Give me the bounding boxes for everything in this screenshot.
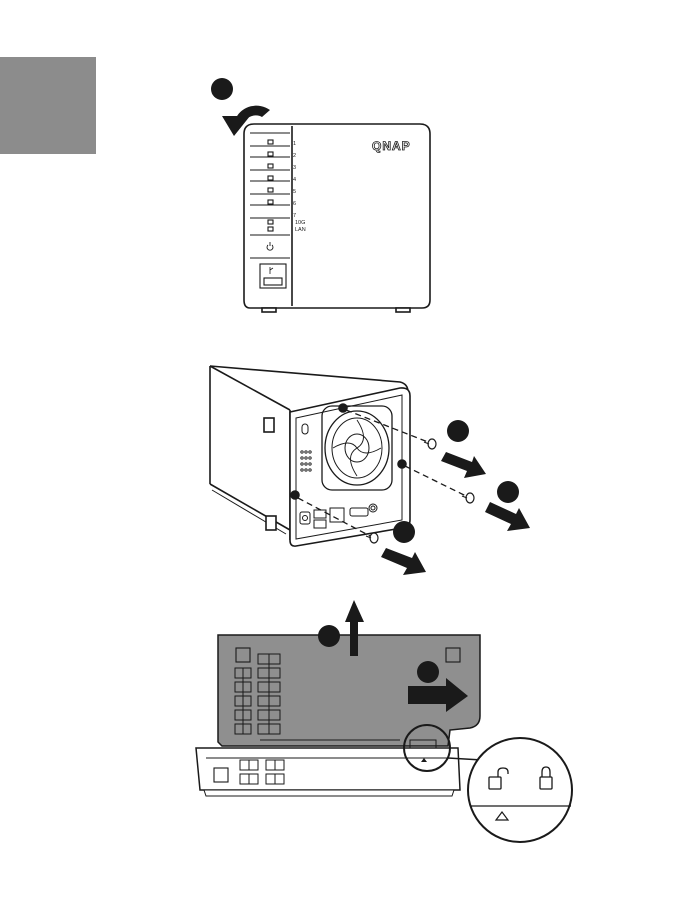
led-label-2: 2: [293, 153, 296, 159]
nas-rear-view: [210, 366, 410, 546]
step-marker: [417, 661, 439, 683]
led-label-7: 7: [293, 213, 296, 219]
led-label-5: 5: [293, 189, 296, 195]
led-label-3: 3: [293, 165, 296, 171]
step-marker: [393, 521, 415, 543]
led-label-lan: LAN: [295, 227, 306, 233]
qnap-logo: QNAP: [372, 139, 411, 153]
led-label-10g: 10G: [295, 220, 305, 226]
step-marker: [318, 625, 340, 647]
led-label-6: 6: [293, 201, 296, 207]
step-marker: [447, 420, 469, 442]
nas-chassis-base: [196, 748, 460, 796]
led-label-4: 4: [293, 177, 296, 183]
lock-callout: [468, 738, 572, 842]
led-label-1: 1: [293, 141, 296, 147]
step-marker: [497, 481, 519, 503]
step-marker: [211, 78, 233, 100]
